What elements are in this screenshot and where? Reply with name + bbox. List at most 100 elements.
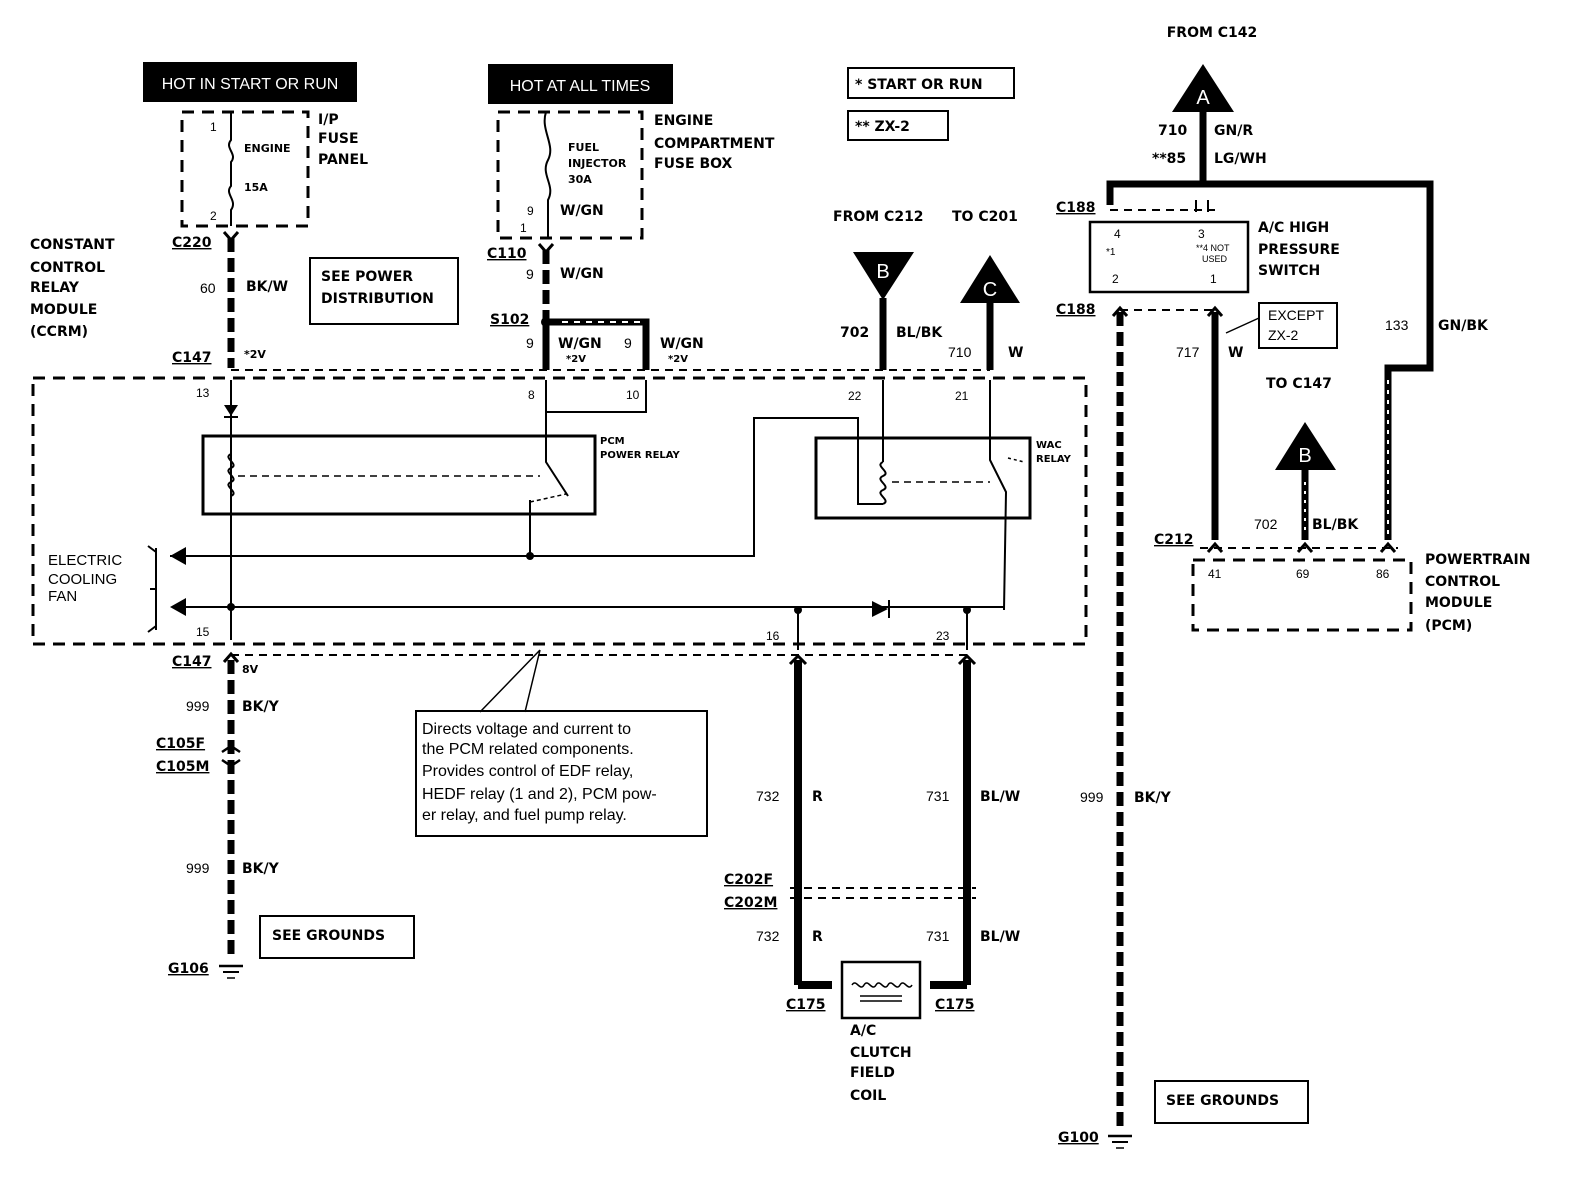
offpage-a: A 710 GN/R **85 LG/WH <box>1152 64 1267 184</box>
svg-text:W/GN: W/GN <box>660 336 704 352</box>
svg-text:C105F: C105F <box>156 736 205 752</box>
svg-text:C202M: C202M <box>724 895 777 911</box>
svg-text:MODULE: MODULE <box>30 302 97 318</box>
svg-text:8V: 8V <box>242 663 259 676</box>
svg-text:9: 9 <box>527 204 534 218</box>
svg-text:PANEL: PANEL <box>318 152 368 168</box>
svg-text:702: 702 <box>840 325 869 341</box>
svg-text:C188: C188 <box>1056 302 1096 318</box>
svg-text:CONTROL: CONTROL <box>1425 574 1500 590</box>
svg-text:CLUTCH: CLUTCH <box>850 1045 912 1061</box>
svg-text:DISTRIBUTION: DISTRIBUTION <box>321 291 434 307</box>
svg-text:30A: 30A <box>568 173 592 186</box>
wire-133-num: 133 <box>1385 317 1409 333</box>
except-zx2-box: EXCEPT ZX-2 <box>1225 302 1338 349</box>
header-hot-start-run: HOT IN START OR RUN <box>143 62 357 102</box>
svg-text:22: 22 <box>848 389 862 403</box>
svg-text:POWER RELAY: POWER RELAY <box>600 450 681 461</box>
svg-text:ZX-2: ZX-2 <box>1268 327 1299 343</box>
svg-text:C220: C220 <box>172 235 212 251</box>
svg-text:W/GN: W/GN <box>560 266 604 282</box>
svg-text:(CCRM): (CCRM) <box>30 324 88 340</box>
svg-text:15: 15 <box>196 625 210 639</box>
wire-717: 717 W TO C147 <box>1176 305 1332 540</box>
svg-text:S102: S102 <box>490 312 529 328</box>
ac-high-pressure-switch: C188 4 3 *1 **4 NOT USED 2 1 A/C HIGH PR… <box>1056 200 1340 318</box>
svg-text:W/GN: W/GN <box>560 203 604 219</box>
svg-text:C202F: C202F <box>724 872 773 888</box>
svg-text:BL/BK: BL/BK <box>1312 517 1359 533</box>
svg-text:Provides control of EDF relay,: Provides control of EDF relay, <box>422 763 633 780</box>
svg-text:FUSE BOX: FUSE BOX <box>654 156 733 172</box>
svg-text:BK/Y: BK/Y <box>1134 790 1172 806</box>
svg-text:60: 60 <box>200 280 216 296</box>
svg-text:A/C HIGH: A/C HIGH <box>1258 220 1329 236</box>
svg-text:15A: 15A <box>244 181 268 194</box>
svg-text:POWERTRAIN: POWERTRAIN <box>1425 552 1530 568</box>
svg-text:I/P: I/P <box>318 112 339 128</box>
svg-text:B: B <box>876 261 889 283</box>
legend-start-or-run: * START OR RUN <box>847 67 1015 99</box>
svg-text:16: 16 <box>766 629 780 643</box>
svg-text:732: 732 <box>756 928 780 944</box>
svg-text:*1: *1 <box>1106 247 1116 258</box>
svg-text:EXCEPT: EXCEPT <box>1268 307 1324 323</box>
svg-text:1: 1 <box>520 221 527 235</box>
svg-text:GN/R: GN/R <box>1214 123 1253 139</box>
svg-text:R: R <box>812 929 823 945</box>
engine-compartment-fuse-box: FUEL INJECTOR 30A 9 1 W/GN ENGINE COMPAR… <box>496 110 775 240</box>
svg-text:731: 731 <box>926 928 950 944</box>
svg-text:(PCM): (PCM) <box>1425 618 1472 634</box>
svg-text:CONTROL: CONTROL <box>30 260 105 276</box>
svg-text:C188: C188 <box>1056 200 1096 216</box>
wire-133-color: GN/BK <box>1438 318 1489 334</box>
svg-text:BL/BK: BL/BK <box>896 325 943 341</box>
svg-text:HOT AT ALL TIMES: HOT AT ALL TIMES <box>510 78 651 95</box>
svg-text:HOT IN START OR RUN: HOT IN START OR RUN <box>162 76 339 93</box>
ccrm-module: 13 8 10 22 21 PCM POWER RELAY WAC RELAY <box>31 369 1088 656</box>
svg-text:BL/W: BL/W <box>980 789 1020 805</box>
svg-text:the PCM related components.: the PCM related components. <box>422 741 634 758</box>
svg-text:BK/W: BK/W <box>246 279 288 295</box>
svg-text:C105M: C105M <box>156 759 209 775</box>
svg-text:W: W <box>1228 345 1243 361</box>
svg-text:** ZX-2: ** ZX-2 <box>855 119 910 135</box>
svg-text:C110: C110 <box>487 246 527 262</box>
svg-text:C147: C147 <box>172 350 212 366</box>
svg-text:702: 702 <box>1254 516 1278 532</box>
svg-text:69: 69 <box>1296 567 1310 581</box>
svg-text:FUSE: FUSE <box>318 131 359 147</box>
svg-text:W/GN: W/GN <box>558 336 602 352</box>
svg-text:er relay, and fuel pump relay.: er relay, and fuel pump relay. <box>422 807 627 824</box>
see-grounds-box-right: SEE GROUNDS <box>1154 1080 1309 1124</box>
svg-text:G100: G100 <box>1058 1130 1099 1146</box>
svg-text:1: 1 <box>1210 272 1217 286</box>
svg-text:INJECTOR: INJECTOR <box>568 157 627 170</box>
svg-text:8: 8 <box>528 388 535 402</box>
ac-clutch-circuit: 732 R 731 BL/W C202F C202M 732 R 731 BL/… <box>724 653 1020 1104</box>
svg-text:BK/Y: BK/Y <box>242 699 280 715</box>
svg-text:999: 999 <box>186 698 210 714</box>
pcm-module: C212 41 69 86 POWERTRAIN CONTROL MODULE … <box>1154 532 1530 634</box>
svg-text:MODULE: MODULE <box>1425 595 1492 611</box>
svg-text:A: A <box>1196 87 1210 109</box>
svg-text:ENGINE: ENGINE <box>244 142 291 155</box>
to-c201-label: TO C201 <box>952 209 1018 225</box>
offpage-b-right: B 702 BL/BK <box>1254 422 1359 540</box>
svg-text:CONSTANT: CONSTANT <box>30 237 115 253</box>
svg-text:Directs voltage and current to: Directs voltage and current to <box>422 721 631 738</box>
svg-text:**4 NOT: **4 NOT <box>1196 243 1230 253</box>
svg-text:TO C147: TO C147 <box>1266 376 1332 392</box>
svg-text:G106: G106 <box>168 961 209 977</box>
svg-text:999: 999 <box>1080 789 1104 805</box>
svg-text:R: R <box>812 789 823 805</box>
svg-text:999: 999 <box>186 860 210 876</box>
svg-text:FUEL: FUEL <box>568 141 599 154</box>
svg-text:C147: C147 <box>172 654 212 670</box>
svg-text:SEE GROUNDS: SEE GROUNDS <box>272 928 385 944</box>
svg-text:23: 23 <box>936 629 950 643</box>
note-pointer <box>479 649 541 713</box>
svg-text:C: C <box>983 279 997 301</box>
svg-text:A/C: A/C <box>850 1023 876 1039</box>
